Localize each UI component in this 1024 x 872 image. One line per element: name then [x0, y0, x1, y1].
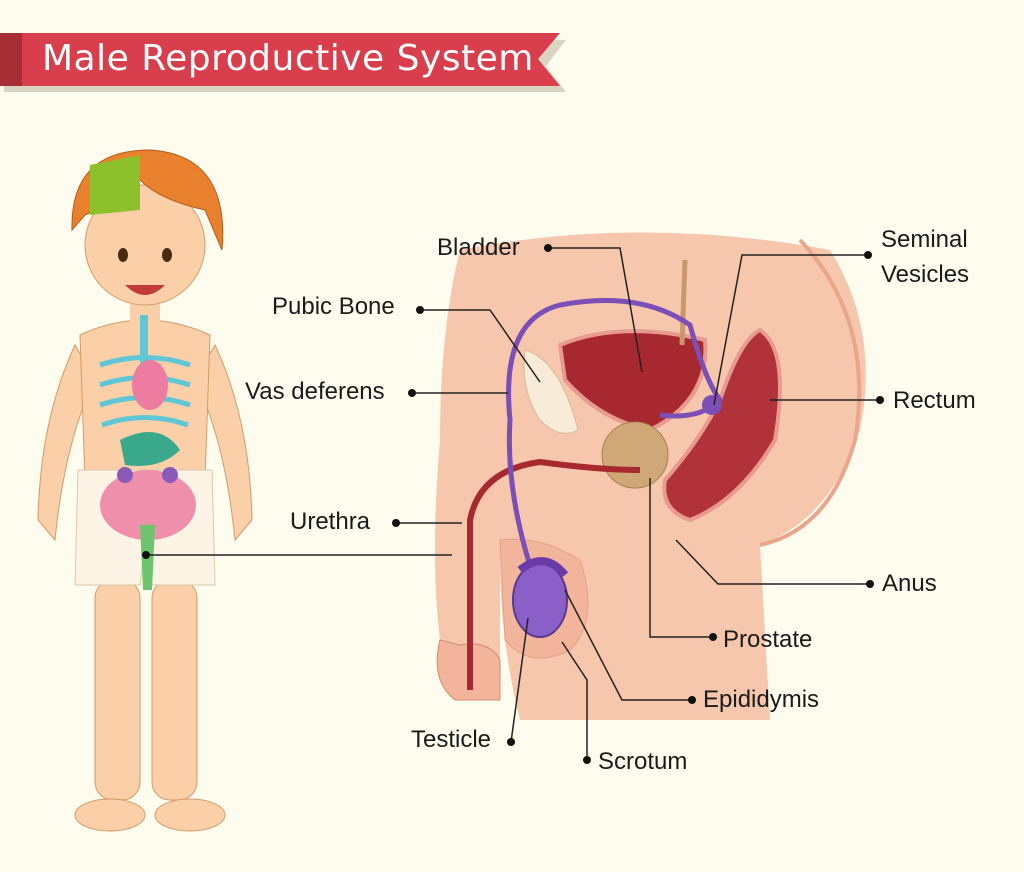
label-bladder: Bladder: [437, 234, 520, 261]
leader-lines: [146, 247, 880, 760]
label-seminal-vesicles-line2: Vesicles: [881, 261, 970, 288]
label-pubic-bone: Pubic Bone: [272, 293, 395, 320]
child-figure: [37, 149, 253, 832]
label-seminal-vesicles-line1: Seminal: [881, 226, 968, 253]
page-title: Male Reproductive System: [42, 38, 534, 79]
label-epididymis: Epididymis: [703, 686, 820, 713]
label-scrotum: Scrotum: [598, 748, 688, 775]
label-rectum: Rectum: [893, 387, 976, 414]
cross-section-illustration: [435, 232, 866, 720]
leader-dots: [142, 244, 884, 764]
label-testicle: Testicle: [411, 726, 492, 753]
label-anus: Anus: [882, 570, 937, 597]
label-vas-deferens: Vas deferens: [245, 378, 385, 405]
label-prostate: Prostate: [723, 626, 813, 653]
title-banner: [0, 33, 566, 92]
label-urethra: Urethra: [290, 508, 371, 535]
